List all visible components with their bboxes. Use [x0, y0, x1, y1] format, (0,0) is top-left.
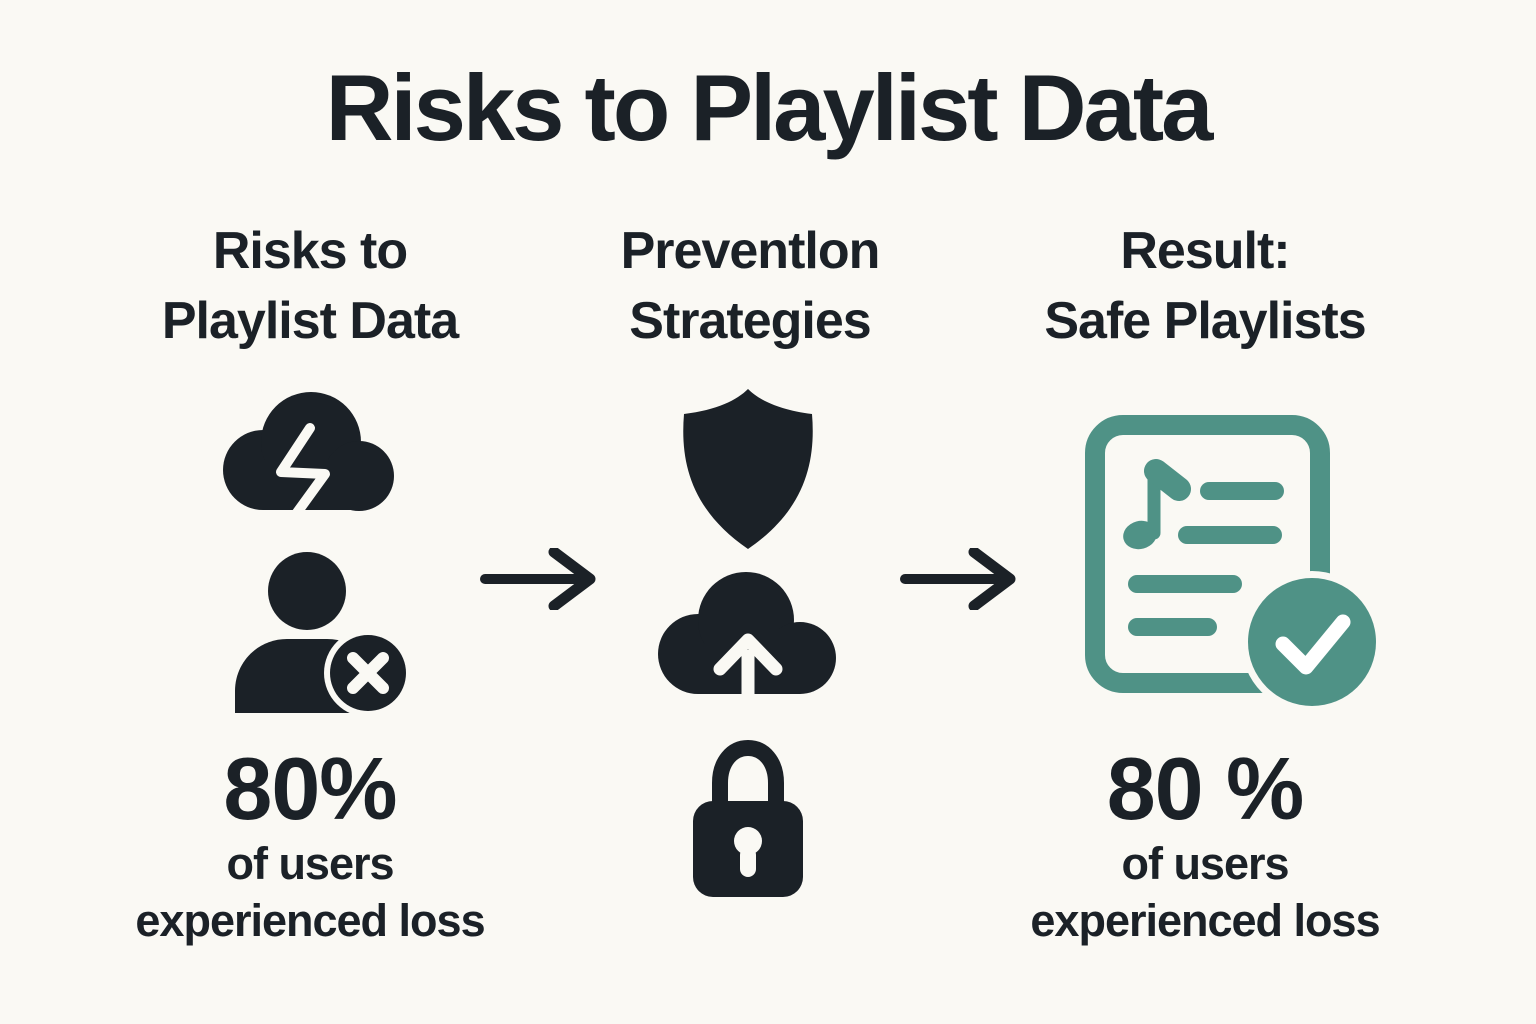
playlist-check-icon [1085, 415, 1382, 713]
stat-block-result: 80 % of users experienced loss [975, 743, 1435, 949]
music-note-glyph [1123, 459, 1191, 550]
stat-block-risks: 80% of users experienced loss [85, 743, 535, 949]
stat-caption-line: of users [1121, 838, 1289, 889]
header-line-2: Safe Playlists [1044, 292, 1366, 350]
header-line-1: Risks to [212, 222, 408, 280]
header-line-1: Result: [1120, 222, 1290, 280]
column-prevention: Preventlon Strategies [535, 0, 965, 1024]
arrow-right-icon [480, 548, 596, 610]
column-prevention-header: Preventlon Strategies [535, 216, 965, 356]
header-line-2: Strategies [629, 292, 871, 350]
column-risks: Risks to Playlist Data 80% of users expe… [85, 0, 535, 1024]
shield-icon [683, 389, 813, 549]
cloud-upload-icon [658, 572, 836, 702]
column-risks-header: Risks to Playlist Data [85, 216, 535, 356]
main-title: Risks to Playlist Data [325, 55, 1214, 160]
header-line-2: Playlist Data [161, 292, 459, 350]
column-result: Result: Safe Playlists 80 % of users [975, 0, 1435, 1024]
stat-caption-line: experienced loss [1030, 895, 1380, 946]
stat-caption-line: experienced loss [135, 895, 485, 946]
arrow-right-icon [900, 548, 1016, 610]
header-line-1: Preventlon [620, 222, 881, 280]
stat-caption-line: of users [226, 838, 394, 889]
storm-cloud-icon [223, 392, 394, 517]
column-result-header: Result: Safe Playlists [975, 216, 1435, 356]
stat-value: 80% [223, 739, 397, 838]
playlist-lines-glyph [1128, 482, 1284, 636]
user-error-icon [235, 552, 409, 713]
stat-value: 80 % [1106, 739, 1305, 838]
lock-icon [693, 739, 803, 897]
